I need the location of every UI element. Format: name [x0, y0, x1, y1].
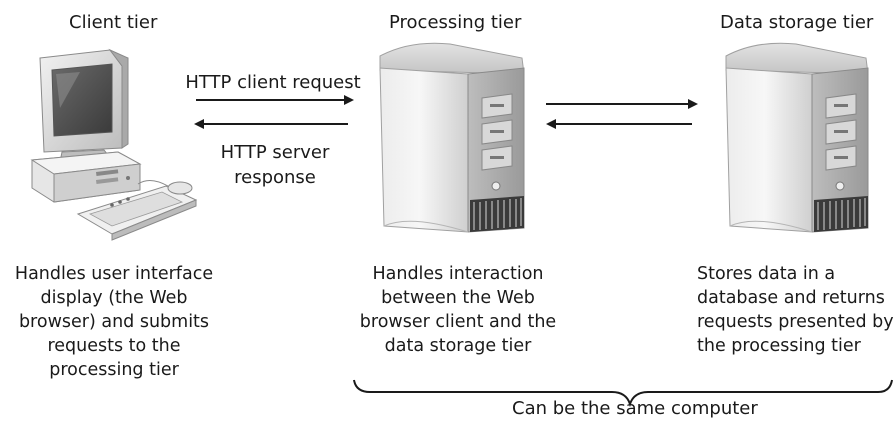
- desktop-computer-icon: [30, 48, 198, 241]
- description-line: requests to the: [47, 336, 181, 356]
- curly-brace: [353, 379, 893, 408]
- description-line: browser) and submits: [18, 312, 210, 332]
- processing-tier-description: Handles interaction between the Web brow…: [346, 262, 570, 358]
- description-line: Stores data in a: [697, 264, 836, 284]
- server-tower-icon: [725, 42, 869, 233]
- description-line: Handles user interface: [14, 264, 214, 284]
- description-line: between the Web: [381, 288, 535, 308]
- description-line: Handles interaction: [372, 264, 544, 284]
- description-line: database and returns: [697, 288, 885, 308]
- description-line: browser client and the: [359, 312, 557, 332]
- description-line: processing tier: [49, 360, 179, 380]
- client-tier-title: Client tier: [69, 12, 158, 33]
- request-arrow-label: HTTP client request: [185, 72, 361, 93]
- server-tower-icon: [379, 42, 525, 233]
- response-label-line: HTTP server: [220, 142, 330, 163]
- description-line: requests presented by: [697, 312, 894, 332]
- description-line: the processing tier: [697, 336, 861, 356]
- storage-tier-title: Data storage tier: [720, 12, 874, 33]
- response-arrow-label: HTTP server response: [190, 140, 360, 190]
- storage-tier-description: Stores data in a database and returns re…: [697, 262, 894, 358]
- client-tier-description: Handles user interface display (the Web …: [0, 262, 228, 382]
- brace-label: Can be the same computer: [512, 398, 758, 419]
- response-label-line: response: [234, 167, 316, 188]
- description-line: display (the Web: [40, 288, 188, 308]
- description-line: data storage tier: [384, 336, 532, 356]
- processing-tier-title: Processing tier: [389, 12, 522, 33]
